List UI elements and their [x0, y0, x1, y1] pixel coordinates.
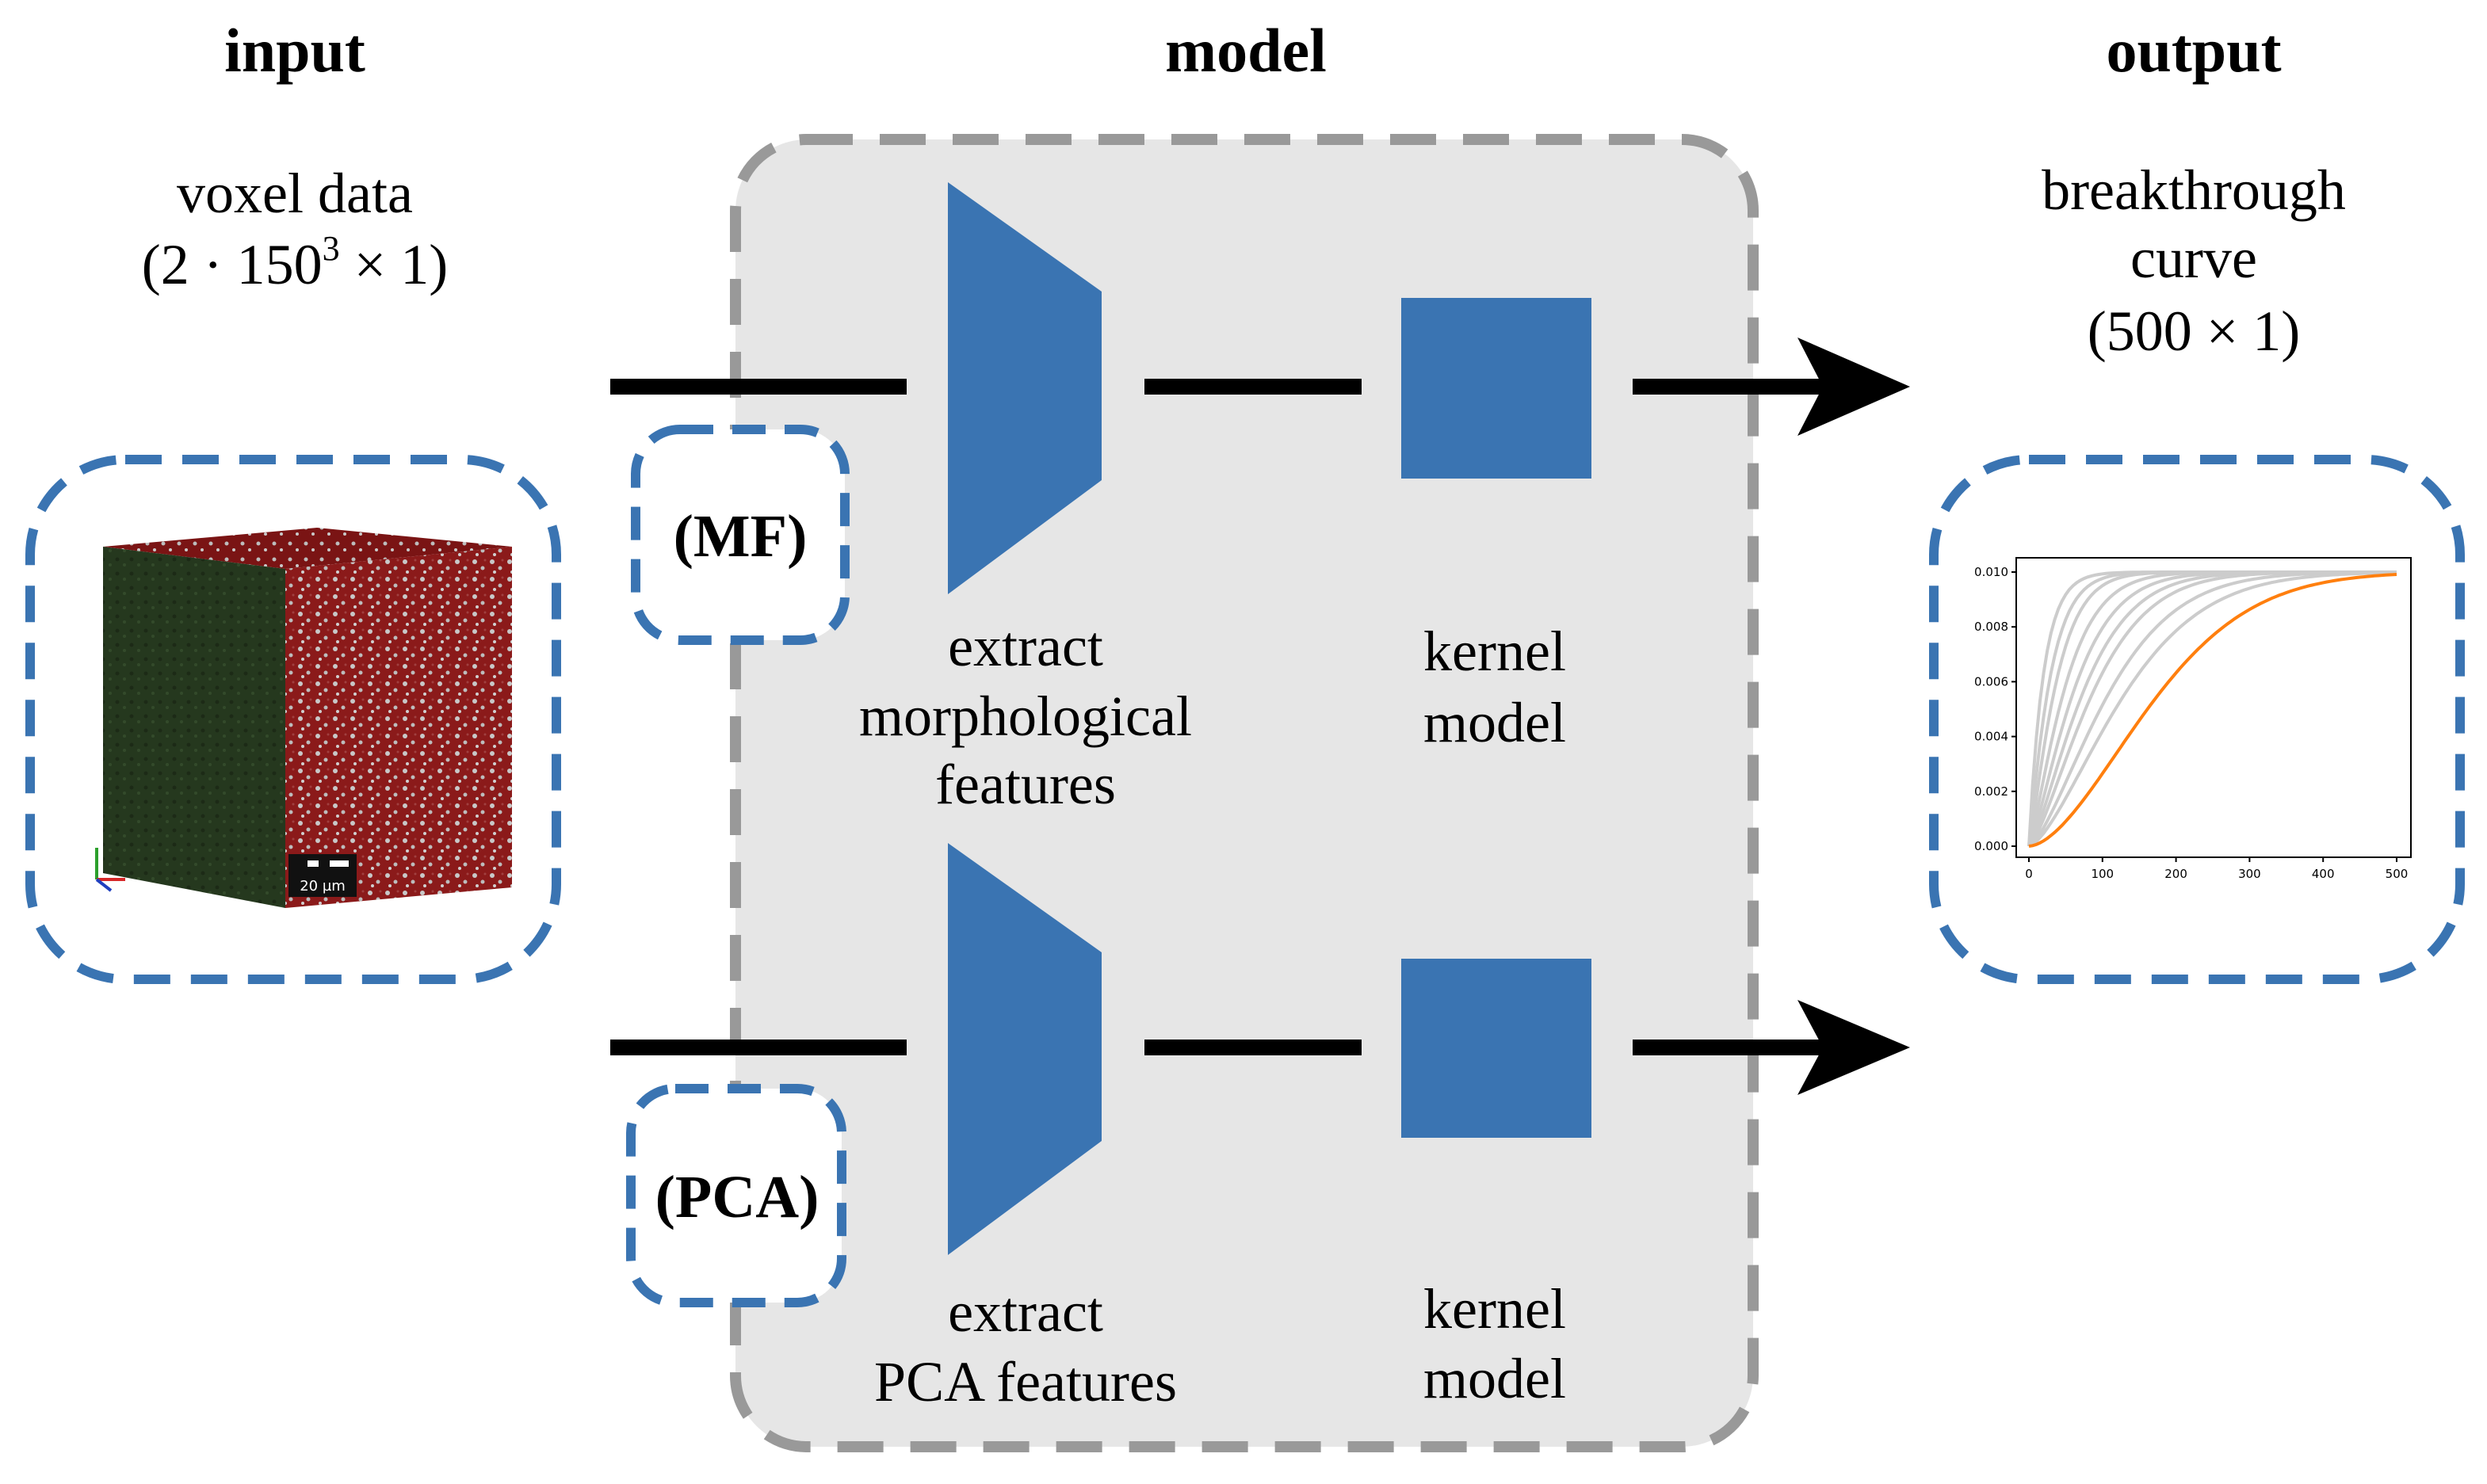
mf-kernel-line1: kernel — [1423, 620, 1566, 683]
mf-kernel-block — [1401, 298, 1591, 479]
chart-ytick-label-5: 0.010 — [1974, 565, 2008, 579]
chart-series-line-9 — [2028, 573, 2397, 848]
output-label-line2: curve — [2130, 227, 2257, 290]
mf-extract-line3: features — [935, 753, 1116, 816]
pca-extract-line1: extract — [948, 1280, 1103, 1344]
chart-ytick-label-2: 0.004 — [1974, 730, 2008, 744]
output-label-line3: (500 × 1) — [2088, 299, 2301, 363]
chart-ticks-group: 0 100 200 300 400 500 0.000 0.002 0.004 0.006 0.00… — [1974, 565, 2408, 881]
axes-triad-icon — [95, 848, 125, 892]
header-output: output — [2106, 16, 2281, 85]
breakthrough-chart: 0 100 200 300 400 500 0.000 0.002 0.004 0.006 0.00… — [1974, 557, 2412, 881]
model-container — [730, 134, 1759, 1452]
pca-tag-box — [626, 1084, 846, 1307]
input-label-line2: (2 · 1503 × 1) — [142, 229, 449, 296]
voxel-cube-image: 20 µm — [95, 528, 512, 908]
header-model: model — [1165, 16, 1327, 85]
mf-encoder-shape — [948, 182, 1102, 594]
pca-encoder-shape — [948, 843, 1102, 1255]
chart-ytick-label-1: 0.002 — [1974, 784, 2008, 799]
chart-ytick-label-4: 0.008 — [1974, 620, 2008, 634]
chart-ytick-label-0: 0.000 — [1974, 839, 2008, 853]
pca-kernel-line2: model — [1423, 1347, 1566, 1410]
scale-bar-label: 20 µm — [300, 878, 346, 895]
mf-extract-line2: morphological — [859, 685, 1192, 748]
pca-kernel-block — [1401, 959, 1591, 1138]
chart-xtick-label-4: 400 — [2312, 867, 2335, 881]
pca-arrow-head-icon — [1797, 1000, 1910, 1095]
mf-tag: (MF) — [674, 503, 808, 570]
chart-series-line-8 — [2028, 570, 2397, 848]
output-label-line1: breakthrough — [2042, 158, 2346, 222]
chart-series-line-7 — [2027, 570, 2397, 848]
chart-series-group — [2027, 570, 2397, 848]
input-label-line1: voxel data — [177, 162, 413, 225]
chart-ytick-label-3: 0.006 — [1974, 674, 2008, 689]
mf-arrow-head-icon — [1797, 338, 1910, 436]
chart-xtick-label-5: 500 — [2386, 867, 2409, 881]
input-frame — [25, 455, 561, 984]
chart-xtick-label-3: 300 — [2238, 867, 2261, 881]
chart-xtick-label-2: 200 — [2164, 867, 2187, 881]
pca-kernel-line1: kernel — [1423, 1277, 1566, 1341]
header-input: input — [224, 16, 365, 85]
mf-extract-line1: extract — [948, 615, 1103, 678]
output-frame — [1929, 455, 2465, 984]
mf-tag-box — [631, 425, 850, 645]
chart-xtick-label-0: 0 — [2025, 867, 2033, 881]
mf-kernel-line2: model — [1423, 691, 1566, 754]
pca-extract-line2: PCA features — [874, 1350, 1177, 1413]
chart-xtick-label-1: 100 — [2091, 867, 2114, 881]
pca-tag: (PCA) — [655, 1164, 819, 1230]
